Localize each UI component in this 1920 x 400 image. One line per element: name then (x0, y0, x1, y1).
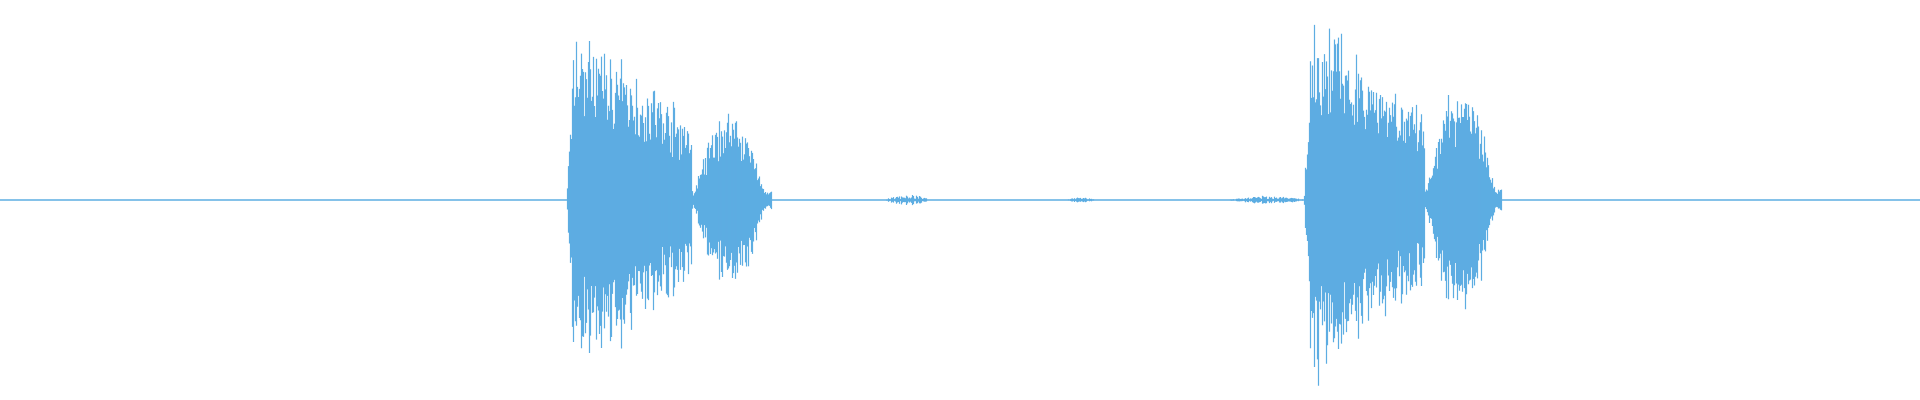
waveform-bars (566, 24, 1503, 386)
